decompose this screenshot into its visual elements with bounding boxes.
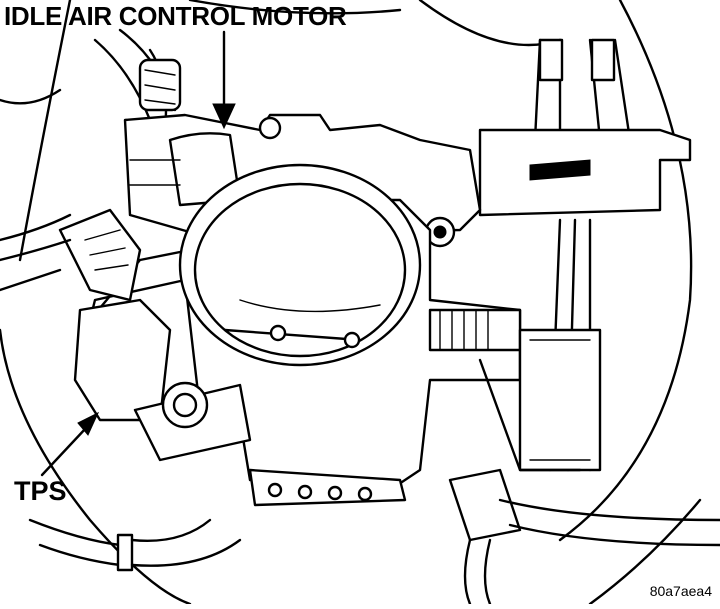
figure-code: 80a7aea4 [649,583,712,599]
tps-arrow-head [77,411,100,436]
tps-wiring [0,213,72,292]
tps-label: TPS [14,476,67,506]
wiring-harness [93,28,182,132]
lower-hoses [28,468,720,606]
tps-sensor [58,208,252,462]
throttle-linkage [428,308,602,472]
idle-air-control-motor-label: IDLE AIR CONTROL MOTOR [4,1,347,31]
leader-arrows [40,30,236,477]
tps-arrow-shaft [40,426,88,477]
cable-bracket [478,128,692,217]
iac-arrow-head [212,103,236,130]
engine-bay-background [0,0,702,606]
throttle-body [88,163,522,492]
